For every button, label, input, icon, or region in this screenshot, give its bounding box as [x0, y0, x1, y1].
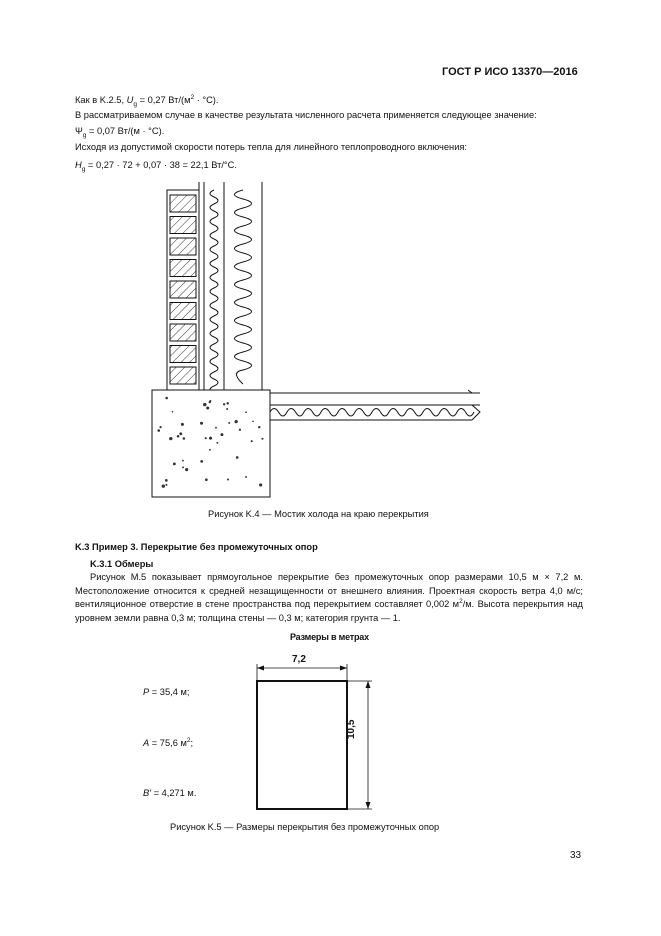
- b-value: = 4,271 м.: [150, 788, 197, 798]
- concrete-aggregate: [169, 436, 173, 441]
- a-value: = 75,6 м: [149, 738, 187, 748]
- p-value: = 35,4 м;: [149, 687, 190, 697]
- figure-k5-caption: Рисунок K.5 — Размеры перекрытия без про…: [170, 822, 440, 832]
- concrete-aggregate: [180, 422, 184, 426]
- concrete-aggregate: [172, 462, 176, 466]
- line1-sup: 2: [190, 93, 195, 101]
- brick: [169, 259, 197, 277]
- brick: [169, 216, 197, 234]
- subsection-heading: K.3.1 Обмеры: [90, 559, 154, 569]
- concrete-aggregate: [164, 479, 168, 482]
- concrete-aggregate: [208, 401, 211, 404]
- concrete-aggregate: [222, 403, 226, 406]
- line1-var: U: [126, 95, 134, 105]
- text-line-heat-loss: Исходя из допустимой скорости потерь теп…: [75, 142, 467, 152]
- dimension-height: 10,5: [346, 719, 357, 739]
- concrete-aggregate: [209, 448, 211, 451]
- brick: [169, 366, 197, 385]
- concrete-aggregate: [165, 483, 168, 486]
- concrete-aggregate: [235, 456, 239, 459]
- concrete-aggregate: [200, 459, 204, 463]
- brick: [169, 302, 197, 320]
- concrete-aggregate: [171, 410, 174, 413]
- line1-post: = 0,27 Вт/(м: [136, 95, 191, 105]
- figure-k4-caption: Рисунок K.4 — Мостик холода на краю пере…: [208, 509, 429, 519]
- line5-sub: g: [81, 165, 86, 173]
- line1-pre: Как в K.2.5,: [75, 95, 127, 105]
- concrete-aggregate: [261, 437, 264, 440]
- concrete-aggregate: [220, 433, 224, 437]
- concrete-aggregate: [258, 425, 261, 429]
- line5-var: H: [75, 160, 82, 170]
- body-sup: 2: [459, 598, 463, 606]
- text-line-u-value: Как в K.2.5, Ug = 0,27 Вт/(м2 · °С).: [75, 93, 219, 108]
- concrete-aggregate: [182, 466, 185, 469]
- a-label: A: [143, 738, 150, 748]
- page-number: 33: [570, 850, 582, 861]
- concrete-aggregate: [204, 437, 207, 440]
- concrete-aggregate: [226, 402, 229, 405]
- area-value: A = 75,6 м2;: [143, 737, 193, 749]
- concrete-aggregate: [215, 426, 217, 429]
- text-line-numeric-result: В рассматриваемом случае в качестве резу…: [75, 110, 537, 120]
- characteristic-dimension-value: B' = 4,271 м.: [143, 787, 196, 799]
- a-end: ;: [190, 738, 194, 748]
- line1-end: · °С).: [194, 95, 219, 105]
- concrete-aggregate: [200, 421, 204, 425]
- line3-var: Ψ: [75, 126, 83, 136]
- concrete-aggregate: [206, 406, 210, 410]
- concrete-aggregate: [159, 425, 162, 429]
- brick: [169, 237, 197, 256]
- text-line-psi-value: Ψg = 0,07 Вт/(м · °С).: [75, 125, 165, 139]
- units-label: Размеры в метрах: [290, 632, 369, 642]
- brick: [169, 280, 197, 299]
- concrete-aggregate: [181, 459, 184, 462]
- concrete-aggregate: [245, 411, 247, 414]
- concrete-aggregate: [208, 436, 213, 440]
- text-line-h-value: Hg = 0,27 · 72 + 0,07 · 38 = 22,1 Вт/°С.: [75, 159, 237, 173]
- concrete-aggregate: [252, 420, 254, 423]
- brick: [169, 323, 197, 342]
- concrete-aggregate: [182, 437, 186, 440]
- concrete-aggregate: [165, 396, 168, 400]
- concrete-aggregate: [234, 419, 238, 424]
- concrete-aggregate: [250, 440, 253, 443]
- concrete-aggregate: [205, 478, 208, 482]
- p-label: P: [143, 687, 150, 697]
- section-heading: K.3 Пример 3. Перекрытие без промежуточн…: [75, 542, 318, 552]
- section-body: Рисунок М.5 показывает прямоугольное пер…: [75, 571, 583, 625]
- brick: [169, 345, 197, 363]
- document-header: ГОСТ Р ИСО 13370—2016: [442, 66, 578, 78]
- concrete-aggregate: [216, 441, 219, 444]
- concrete-aggregate: [176, 434, 180, 438]
- line5-post: = 0,27 · 72 + 0,07 · 38 = 22,1 Вт/°С.: [85, 160, 237, 170]
- concrete-aggregate: [238, 428, 242, 431]
- concrete-aggregate: [226, 408, 229, 411]
- perimeter-value: P = 35,4 м;: [143, 686, 189, 698]
- body-pre: Рисунок М.5 показывает прямоугольное пер…: [75, 572, 583, 610]
- concrete-aggregate: [226, 478, 230, 481]
- a-sup: 2: [186, 736, 191, 744]
- brick: [169, 194, 197, 213]
- concrete-aggregate: [259, 483, 263, 487]
- dimension-width: 7,2: [292, 654, 306, 665]
- concrete-aggregate: [161, 484, 165, 488]
- line1-sub: g: [133, 100, 137, 108]
- line3-sub: g: [82, 131, 87, 139]
- concrete-aggregate: [245, 476, 247, 478]
- line3-post: = 0,07 Вт/(м · °С).: [86, 126, 165, 136]
- concrete-aggregate: [203, 402, 207, 407]
- concrete-aggregate: [157, 429, 161, 432]
- concrete-aggregate: [228, 422, 231, 424]
- body-post: /м. Высота перекрытия над уровнем земли …: [75, 599, 583, 623]
- concrete-aggregate: [179, 432, 183, 436]
- concrete-aggregate: [185, 468, 189, 472]
- b-label: B': [143, 788, 151, 798]
